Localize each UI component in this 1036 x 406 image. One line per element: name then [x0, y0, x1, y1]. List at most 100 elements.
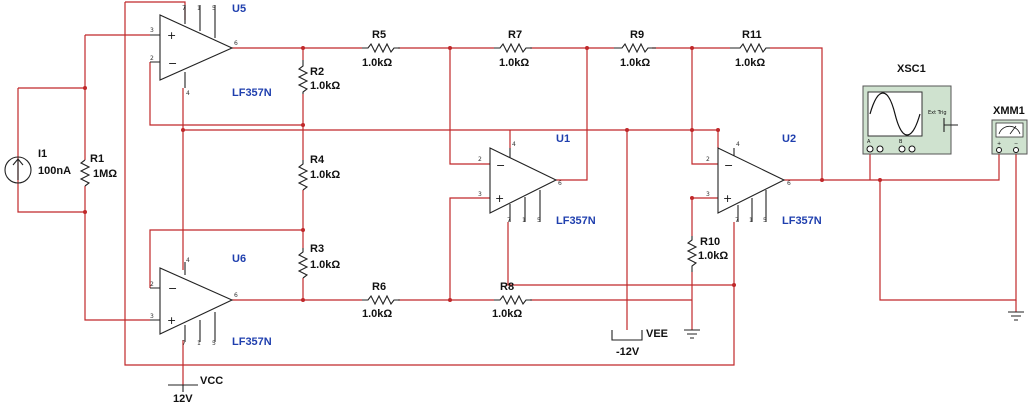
- plus-sign-icon: +: [495, 192, 504, 205]
- junctions: [83, 46, 882, 302]
- resistor-r11[interactable]: R11 1.0kΩ: [730, 29, 770, 69]
- vcc-source[interactable]: VCC 12V: [168, 375, 223, 405]
- junction-dot: [690, 196, 694, 200]
- resistor-r6[interactable]: R6 1.0kΩ: [362, 281, 400, 320]
- r5-value: 1.0kΩ: [362, 57, 392, 69]
- minus-sign-icon: −: [168, 282, 177, 295]
- plus-sign-icon: +: [167, 314, 176, 327]
- terminal-a-icon[interactable]: [866, 145, 874, 153]
- resistor-zigzag-icon: [730, 42, 770, 54]
- opamp-u1[interactable]: − + 2 3 4 7 1 5 6 U1 LF357N: [478, 133, 596, 227]
- resistor-r8[interactable]: R8 1.0kΩ: [492, 281, 532, 320]
- multimeter-xmm1[interactable]: XMM1 + −: [991, 105, 1028, 155]
- arrow-up-icon: [12, 158, 24, 180]
- opamp-triangle-icon: [159, 267, 234, 335]
- ch-a-label: A: [867, 139, 871, 145]
- resistor-r5[interactable]: R5 1.0kΩ: [362, 29, 400, 69]
- pin-label: 3: [150, 313, 154, 320]
- r4-ref: R4: [310, 154, 325, 166]
- minus-sign-icon: −: [1014, 141, 1018, 147]
- power-leads: [733, 148, 767, 222]
- pin-label: 6: [787, 180, 791, 187]
- r5-ref: R5: [372, 29, 386, 41]
- input-leads: [150, 34, 160, 63]
- junction-dot: [83, 86, 87, 90]
- vcc-value: 12V: [173, 393, 193, 405]
- junction-dot: [301, 123, 305, 127]
- junction-dot: [301, 228, 305, 232]
- resistor-r4[interactable]: R4 1.0kΩ: [297, 154, 340, 191]
- pin-label: 4: [736, 141, 740, 148]
- opamp-u6[interactable]: − + 2 3 4 7 1 5 6 U6 LF357N: [150, 253, 272, 348]
- opamp-triangle-icon: [159, 14, 234, 81]
- wire: [556, 48, 588, 181]
- u2-model: LF357N: [782, 215, 822, 227]
- pin-label: 5: [537, 217, 541, 224]
- input-leads: [150, 287, 160, 321]
- r1-ref: R1: [90, 153, 104, 165]
- opamp-u2[interactable]: − + 2 3 4 7 1 5 6 U2 LF357N: [706, 133, 822, 227]
- ext-trig-label: Ext Trig: [928, 110, 947, 116]
- u6-ref: U6: [232, 253, 246, 265]
- pin-label: 2: [478, 156, 482, 163]
- power-leads: [184, 5, 216, 88]
- terminal-a-neg-icon[interactable]: [876, 145, 884, 153]
- resistor-zigzag-icon: [79, 159, 91, 187]
- resistor-r2[interactable]: R2 1.0kΩ: [297, 60, 340, 94]
- pin-label: 5: [763, 217, 767, 224]
- resistor-r10[interactable]: R10 1.0kΩ: [686, 236, 728, 272]
- junction-dot: [716, 128, 720, 132]
- resistor-r1[interactable]: R1 1MΩ: [79, 153, 117, 187]
- vee-name: VEE: [646, 328, 668, 340]
- wire: [691, 48, 718, 165]
- junction-dot: [690, 128, 694, 132]
- pin-label: 4: [512, 141, 516, 148]
- junction-dot: [732, 283, 736, 287]
- wire: [449, 48, 490, 165]
- opamp-triangle-icon: [717, 147, 786, 214]
- pin-label: 2: [150, 55, 154, 62]
- plus-sign-icon: +: [167, 29, 176, 42]
- plus-sign-icon: +: [997, 141, 1001, 147]
- meter-display: [995, 122, 1024, 138]
- junction-dot: [448, 46, 452, 50]
- terminal-b-icon[interactable]: [898, 145, 906, 153]
- resistor-r9[interactable]: R9 1.0kΩ: [614, 29, 656, 69]
- r2-value: 1.0kΩ: [310, 80, 340, 92]
- current-source-i1[interactable]: I1 100nA: [4, 148, 71, 184]
- opamp-u5[interactable]: + − 3 2 7 1 5 4 6 U5 LF357N: [150, 3, 272, 99]
- minus-sign-icon: −: [724, 159, 733, 172]
- wire: [125, 1, 186, 20]
- r9-ref: R9: [630, 29, 644, 41]
- resistor-r7[interactable]: R7 1.0kΩ: [494, 29, 532, 69]
- xsc1-ref: XSC1: [897, 63, 926, 75]
- opamp-triangle-icon: [489, 147, 558, 214]
- u1-model: LF357N: [556, 215, 596, 227]
- i1-ref: I1: [38, 148, 47, 160]
- resistor-r3[interactable]: R3 1.0kΩ: [297, 243, 340, 279]
- r7-ref: R7: [508, 29, 522, 41]
- pin-label: 2: [150, 281, 154, 288]
- vee-source[interactable]: VEE -12V: [611, 328, 668, 358]
- oscilloscope-xsc1[interactable]: XSC1 Ext Trig A B: [862, 63, 958, 155]
- r6-value: 1.0kΩ: [362, 308, 392, 320]
- ground-icon: [1008, 311, 1024, 321]
- resistor-zigzag-icon: [362, 42, 400, 54]
- junction-dot: [690, 46, 694, 50]
- junction-dot: [585, 46, 589, 50]
- resistor-zigzag-icon: [494, 42, 532, 54]
- u5-ref: U5: [232, 3, 246, 15]
- junction-dot: [820, 178, 824, 182]
- terminal-b-neg-icon[interactable]: [908, 145, 916, 153]
- wire: [879, 152, 1017, 301]
- wire: [449, 197, 490, 300]
- junction-dot: [878, 178, 882, 182]
- ext-trig-terminal-icon: [943, 118, 958, 132]
- u6-model: LF357N: [232, 336, 272, 348]
- r2-ref: R2: [310, 66, 324, 78]
- meter-terminal-plus-icon[interactable]: [996, 147, 1002, 153]
- meter-terminal-minus-icon[interactable]: [1013, 147, 1019, 153]
- r9-value: 1.0kΩ: [620, 57, 650, 69]
- resistor-zigzag-icon: [614, 42, 656, 54]
- vee-value: -12V: [616, 346, 640, 358]
